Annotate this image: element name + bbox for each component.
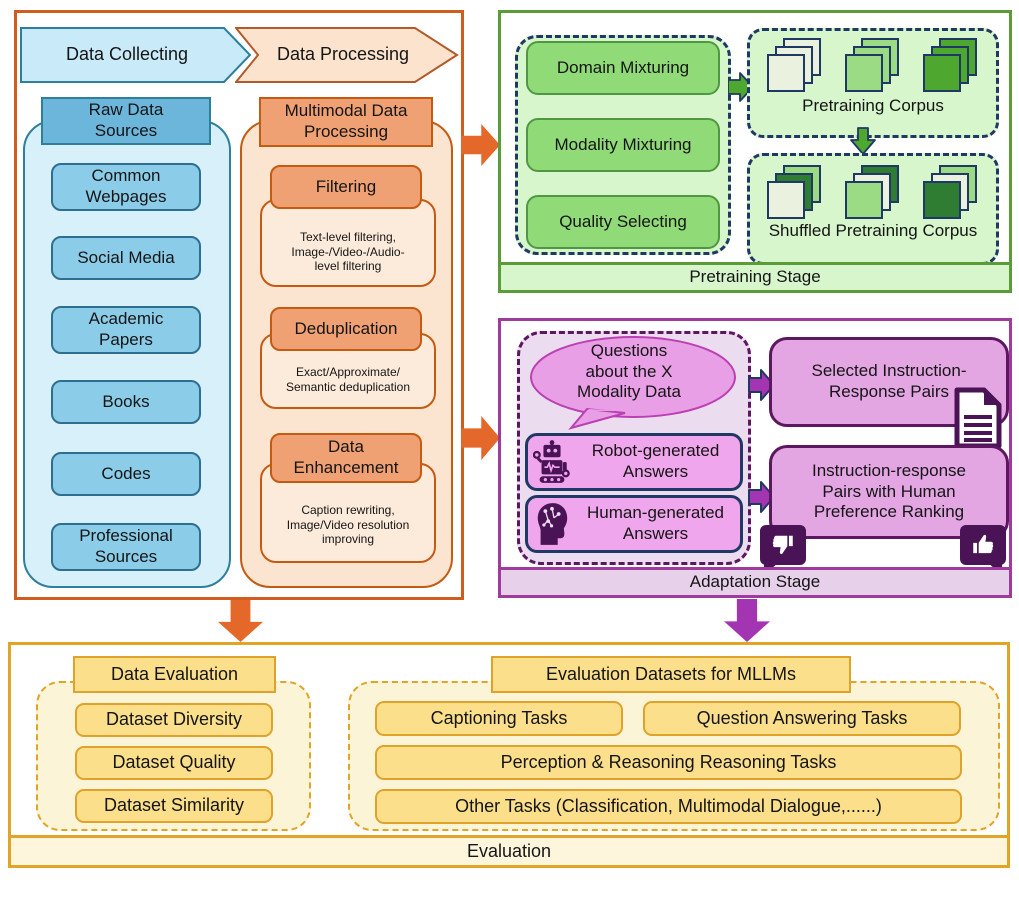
quality-selecting-box: Quality Selecting: [526, 195, 720, 249]
evaluation-stage-label: Evaluation: [11, 835, 1007, 865]
data-evaluation-title: Data Evaluation: [73, 656, 276, 693]
arrow-to-evaluation-right: [724, 599, 770, 642]
raw-data-item: Social Media: [51, 236, 201, 280]
evaluation-datasets-title: Evaluation Datasets for MLLMs: [491, 656, 851, 693]
shuffled-stack-icon: [767, 165, 823, 221]
pretraining-stage-label: Pretraining Stage: [501, 262, 1009, 290]
other-tasks-box: Other Tasks (Classification, Multimodal …: [375, 789, 962, 824]
thumbs-down-icon: [760, 525, 806, 575]
arrow-to-evaluation-left: [218, 600, 263, 642]
shuffled-corpus-box: Shuffled Pretraining Corpus: [747, 153, 999, 265]
adaptation-stage-label: Adaptation Stage: [501, 567, 1009, 595]
mixing-steps-container: Domain Mixturing Modality Mixturing Qual…: [515, 35, 731, 255]
modality-mixturing-box: Modality Mixturing: [526, 118, 720, 172]
pretraining-corpus-label: Pretraining Corpus: [802, 96, 944, 115]
perception-reasoning-tasks-box: Perception & Reasoning Reasoning Tasks: [375, 745, 962, 780]
data-processing-label: Data Processing: [276, 44, 410, 65]
human-answers-label: Human-generated Answers: [586, 503, 725, 543]
robot-icon: [533, 440, 570, 483]
corpus-stack-icon: [923, 38, 979, 94]
human-answers-box: Human-generated Answers: [525, 495, 743, 553]
domain-mixturing-box: Domain Mixturing: [526, 41, 720, 95]
robot-answers-label: Robot-generated Answers: [591, 441, 720, 481]
filtering-title: Filtering: [270, 165, 422, 209]
pretraining-stage-panel: Domain Mixturing Modality Mixturing Qual…: [498, 10, 1012, 293]
preference-pairs-box: Instruction-response Pairs with Human Pr…: [769, 445, 1009, 539]
data-processing-banner-arrow: [235, 27, 459, 83]
arrow-to-pretraining: [461, 124, 500, 166]
shuffled-corpus-label: Shuffled Pretraining Corpus: [768, 221, 978, 240]
shuffled-stack-icon: [923, 165, 979, 221]
raw-data-item: Professional Sources: [51, 523, 201, 571]
dataset-quality-box: Dataset Quality: [75, 746, 273, 780]
raw-data-sources-title: Raw Data Sources: [41, 97, 211, 145]
data-collection-processing-panel: Data Collecting Data Processing Raw Data…: [14, 10, 464, 600]
dataset-similarity-box: Dataset Similarity: [75, 789, 273, 823]
multimodal-processing-title: Multimodal Data Processing: [259, 97, 433, 147]
question-bubble-text: Questions about the X Modality Data: [577, 340, 681, 402]
captioning-tasks-box: Captioning Tasks: [375, 701, 623, 736]
arrow-to-shuffled-icon: [850, 127, 876, 155]
raw-data-item: Books: [51, 380, 201, 424]
deduplication-title: Deduplication: [270, 307, 422, 351]
arrow-to-preference-pairs-icon: [748, 481, 775, 513]
corpus-stack-icon: [845, 38, 901, 94]
adaptation-stage-panel: Questions about the X Modality Data Robo…: [498, 318, 1012, 598]
raw-data-item: Academic Papers: [51, 306, 201, 354]
arrow-to-corpus-icon: [728, 72, 754, 102]
evaluation-panel: Data Evaluation Dataset Diversity Datase…: [8, 642, 1010, 868]
raw-data-item: Common Webpages: [51, 163, 201, 211]
arrow-to-adaptation: [461, 416, 500, 460]
robot-answers-box: Robot-generated Answers: [525, 433, 743, 491]
data-collecting-banner-arrow: [20, 27, 252, 83]
pretraining-corpus-box: Pretraining Corpus: [747, 28, 999, 138]
arrow-to-selected-pairs-icon: [748, 369, 775, 401]
raw-data-item: Codes: [51, 452, 201, 496]
dataset-diversity-box: Dataset Diversity: [75, 703, 273, 737]
human-brain-icon: [537, 503, 568, 545]
question-speech-bubble: [530, 336, 736, 430]
data-enhancement-title: Data Enhancement: [270, 433, 422, 483]
shuffled-stack-icon: [845, 165, 901, 221]
corpus-stack-icon: [767, 38, 823, 94]
thumbs-up-icon: [960, 525, 1006, 575]
filtering-desc: Text-level filtering, Image-/Video-/Audi…: [260, 199, 436, 287]
question-answering-tasks-box: Question Answering Tasks: [643, 701, 961, 736]
data-collecting-label: Data Collecting: [65, 44, 189, 65]
document-icon: [954, 387, 1002, 449]
